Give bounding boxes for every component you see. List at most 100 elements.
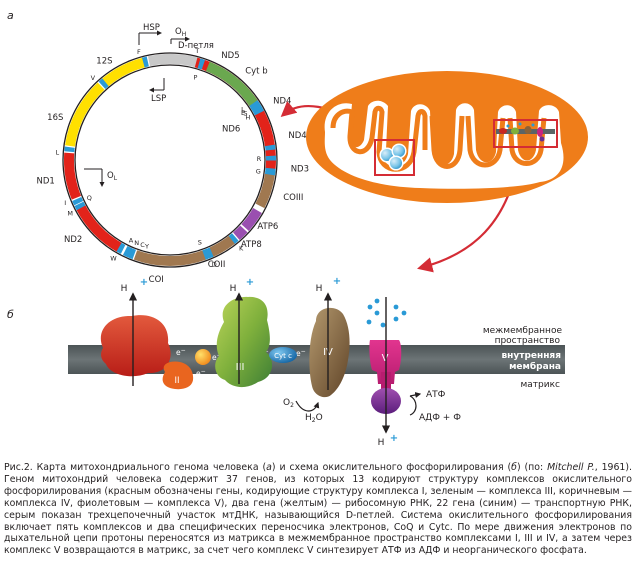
complex-iii: III H + — [215, 277, 273, 388]
d-loop-label: D-петля — [178, 41, 214, 51]
gene-label-atp6: ATP6 — [257, 222, 278, 232]
mitochondrion — [306, 71, 588, 203]
complex-iv: IV H + O2 H2O — [283, 276, 350, 424]
gene-label-nd3: ND3 — [291, 164, 309, 174]
gene-segment-coi — [133, 250, 207, 266]
gene-segment-s16 — [65, 82, 105, 147]
trna-tick — [128, 248, 137, 260]
trna-tick — [205, 247, 214, 259]
cyt-c: Cyt c — [269, 347, 297, 363]
trna-label-p: P — [193, 73, 197, 81]
trna-tick — [72, 197, 84, 206]
gene-segment-nd2 — [76, 204, 123, 252]
trna-tick — [249, 100, 261, 110]
ol-label: OL — [107, 171, 118, 182]
h-label-2: H — [230, 284, 237, 294]
trna-label-f: F — [137, 48, 141, 56]
trna-label-w: W — [110, 254, 117, 262]
h-plus-3: + — [333, 276, 341, 287]
gene-segment-atp6 — [241, 207, 262, 231]
gene-segment-nd1 — [63, 152, 82, 200]
trna-tick — [265, 167, 276, 174]
adp-label: АДФ + Ф — [419, 413, 461, 423]
gene-segment-coii — [208, 235, 236, 257]
trna-label-l2: L — [241, 106, 245, 114]
gene-label-cytb: Cyt b — [245, 66, 267, 76]
e-label-5: e− — [296, 348, 306, 358]
intermembrane-label-1: межмембранное — [483, 326, 563, 336]
trna-label-k: K — [239, 244, 244, 252]
figure-caption: Рис.2. Карта митохондриального генома че… — [4, 462, 632, 557]
gene-label-nd2: ND2 — [64, 235, 82, 245]
gene-label-coiii: COIII — [283, 193, 303, 203]
h2o-label: H2O — [305, 413, 323, 424]
trna-label-m: M — [67, 210, 73, 218]
gene-segment-nd4l — [265, 148, 276, 157]
h-plus-1: + — [140, 277, 148, 288]
complex-i: I H + — [100, 277, 171, 386]
trna-label-t: T — [194, 47, 199, 55]
membrane-label-1: внутренняя — [501, 351, 561, 361]
gene-label-atp8: ATP8 — [241, 240, 262, 250]
trna-label-d: D — [212, 261, 217, 269]
gene-segment-dloop — [147, 53, 203, 69]
h-label-3: H — [316, 284, 323, 294]
genome-ring — [62, 52, 278, 268]
h-label-1: H — [121, 284, 128, 294]
gene-label-s16: 16S — [47, 113, 63, 123]
trna-label-n: N — [134, 239, 139, 247]
complex-v: V H + АТФ АДФ + Ф — [366, 297, 461, 448]
trna-label-s2: S — [243, 109, 247, 117]
complex-v-label: V — [382, 353, 389, 364]
coq-sphere — [195, 349, 211, 365]
trna-label-g: G — [256, 167, 261, 175]
gene-label-nd4: ND4 — [273, 97, 291, 107]
trna-tick — [74, 201, 86, 211]
d-loop-markers: HSP OH D-петля LSP OL — [84, 23, 214, 187]
gene-label-nd6: ND6 — [222, 125, 240, 135]
figure: а 12S16SND1ND2COICOIIATP8ATP6COIIIND3ND4… — [7, 9, 588, 448]
ring-outer-line — [62, 52, 278, 268]
trna-tick — [116, 242, 126, 254]
gene-label-nd1: ND1 — [36, 176, 54, 186]
h-label-5: H — [378, 438, 385, 448]
gene-label-nd4l: ND4L — [288, 131, 311, 141]
gene-segment-s12 — [101, 57, 146, 87]
trna-label-i: I — [64, 199, 66, 207]
h-plus-5: + — [390, 433, 398, 444]
o2-label: O2 — [283, 398, 294, 409]
trna-tick — [142, 56, 149, 68]
e-label-1: e− — [176, 347, 186, 357]
trna-label-y: Y — [144, 243, 149, 251]
intermembrane-label-2: пространство — [495, 336, 561, 346]
panel-label-b: б — [7, 308, 14, 321]
trna-label-a: A — [129, 237, 134, 245]
panel-label-a: а — [7, 9, 14, 22]
trna-tick — [98, 78, 109, 90]
gene-segment-cytb — [205, 61, 258, 107]
complex-ii: II — [162, 361, 194, 390]
trna-label-r: R — [257, 155, 262, 163]
trna-label-h: H — [245, 113, 250, 121]
genome-labels: 12S16SND1ND2COICOIIATP8ATP6COIIIND3ND4LN… — [36, 47, 311, 285]
membrane-label-2: мембрана — [509, 361, 561, 372]
trna-tick — [264, 144, 276, 151]
complex-ii-label: II — [174, 376, 179, 386]
oh-label: OH — [175, 27, 186, 38]
ring-inner-line — [74, 64, 266, 256]
gene-label-coi: COI — [149, 275, 164, 285]
trna-label-s1: S — [198, 238, 202, 246]
trna-tick — [228, 233, 239, 244]
trna-label-e: E — [241, 109, 245, 117]
gene-label-s12: 12S — [96, 56, 112, 66]
trna-label-l1: L — [55, 149, 59, 157]
trna-label-c: C — [140, 241, 145, 249]
cyt-c-label: Cyt c — [274, 352, 292, 360]
e-label-2: e− — [196, 368, 206, 378]
lsp-label: LSP — [151, 94, 166, 104]
hsp-label: HSP — [143, 23, 160, 33]
h-plus-2: + — [246, 277, 254, 288]
trna-label-v: V — [91, 74, 96, 82]
complex-iii-label: III — [236, 362, 245, 373]
matrix-label: матрикс — [521, 380, 561, 390]
